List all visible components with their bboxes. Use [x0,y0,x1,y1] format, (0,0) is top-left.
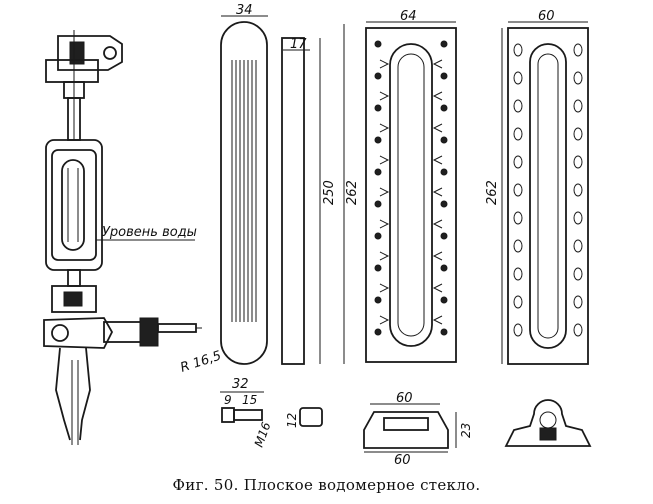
water-level-label: Уровень воды [102,225,197,240]
glass-front-view: 34 R 16,5 [179,3,268,376]
dim-262-b: 262 [485,180,500,205]
glass-side-view: 17 250 262 [281,24,360,365]
nut-detail: 12 [285,407,323,428]
dim-60-top: 60 [538,9,555,24]
plate-bolts-left [374,40,382,336]
bolt-detail: 32 9 15 M16 [220,377,274,449]
frame-front: 60 262 [485,9,589,365]
dim-250: 250 [322,180,337,205]
dim-32: 32 [232,377,249,392]
plate-bolts-right [440,40,448,336]
dim-9: 9 [224,393,232,407]
dim-12: 12 [285,413,299,428]
dim-M16: M16 [252,420,274,449]
dim-60-sec-top: 60 [396,391,413,406]
technical-drawing: Уровень воды 34 R 16,5 [43,3,592,468]
dim-15: 15 [242,393,257,407]
cover-plate-front: 64 [365,9,457,363]
dim-34: 34 [236,3,253,18]
assembly-view: Уровень воды [43,30,202,445]
frame-holes-right [573,43,583,337]
figure-caption: Фиг. 50. Плоское водомерное стекло. [172,476,481,494]
dim-60-sec-bottom: 60 [394,453,411,468]
dim-23: 23 [459,423,473,438]
dim-17: 17 [290,37,307,52]
end-bracket-detail [504,399,592,447]
section-detail: 60 60 23 [363,391,473,468]
glass-ribs [231,60,257,322]
dim-64: 64 [400,9,417,24]
radius-label: R 16,5 [179,349,224,376]
frame-holes-left [513,43,523,337]
dim-262-a: 262 [345,180,360,205]
